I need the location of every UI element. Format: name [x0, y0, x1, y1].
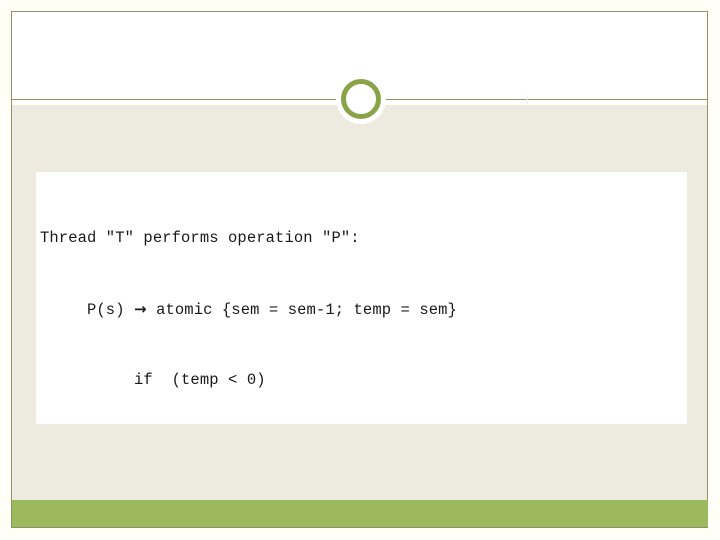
- ring-ornament-icon: [341, 79, 381, 119]
- code-line-1: Thread "T" performs operation "P":: [40, 229, 360, 248]
- code-line-2-suffix: atomic {sem = sem-1; temp = sem}: [146, 300, 457, 319]
- code-line-2: P(s) → atomic {sem = sem-1; temp = sem}: [40, 298, 687, 322]
- arrow-right-icon: →: [134, 299, 147, 318]
- code-block: Thread "T" performs operation "P": P(s) …: [36, 172, 687, 424]
- code-line-3: if (temp < 0): [40, 370, 266, 389]
- code-line-2-prefix: P(s): [40, 300, 135, 319]
- slide-frame-border: [11, 11, 708, 528]
- code-content-card: Thread "T" performs operation "P": P(s) …: [36, 172, 687, 424]
- footer-accent-bar: [12, 500, 708, 527]
- divider-tick-mark: [527, 95, 528, 104]
